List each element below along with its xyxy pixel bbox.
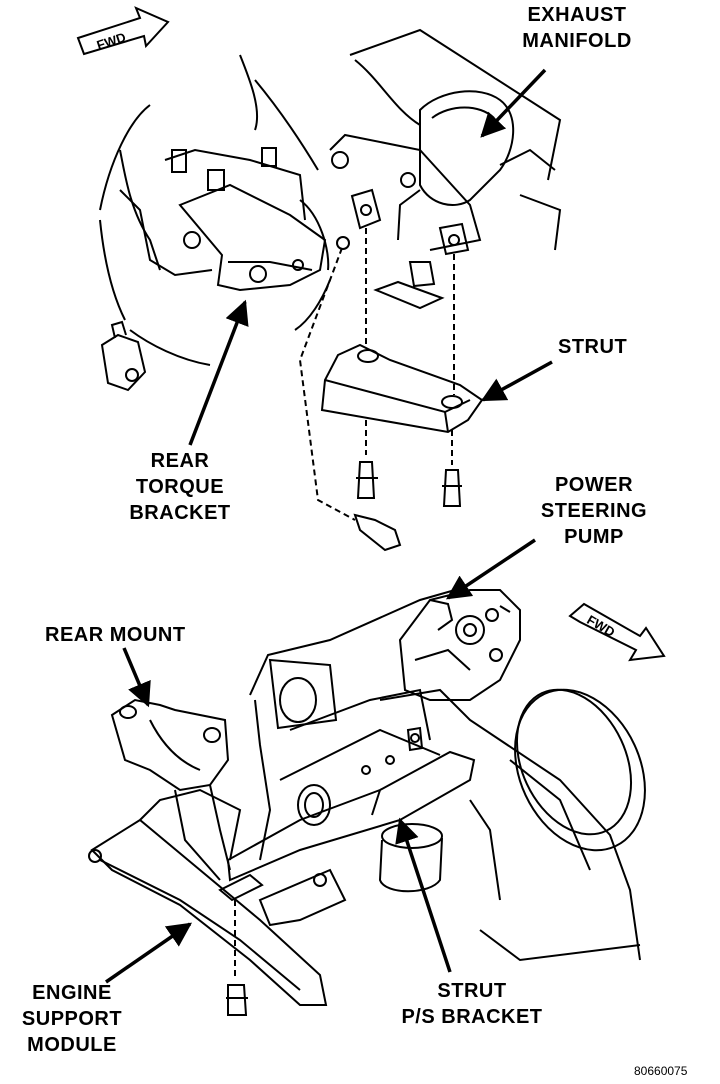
engine-block-top-drawing [99, 54, 331, 366]
bolt-drawings-top [298, 228, 462, 552]
label-exhaust-manifold: EXHAUST MANIFOLD [512, 2, 642, 54]
callout-power-steering-pump [445, 538, 536, 600]
label-rear-torque-bracket-line3: BRACKET [129, 502, 231, 524]
label-engine-support-module-line3: MODULE [27, 1034, 117, 1056]
label-rear-torque-bracket-line2: TORQUE [135, 476, 225, 498]
label-rear-torque-bracket: REAR TORQUE BRACKET [122, 448, 238, 526]
label-exhaust-manifold-line1: EXHAUST [527, 4, 627, 26]
label-engine-support-module: ENGINE SUPPORT MODULE [14, 980, 130, 1058]
callout-rear-mount [122, 647, 151, 708]
callout-engine-support-module [105, 922, 193, 984]
callout-strut-top [480, 360, 553, 402]
callout-arrows [105, 68, 553, 984]
strut-top-drawing [320, 188, 484, 434]
fwd-arrow-bottom: FWD [568, 602, 666, 662]
strut-ps-bracket-drawing [226, 726, 476, 882]
rear-torque-bracket-drawing [119, 147, 327, 292]
label-strut-top: STRUT [558, 334, 627, 360]
label-rear-mount-text: REAR MOUNT [45, 624, 186, 646]
fwd-arrow-top: FWD [76, 6, 170, 56]
engine-support-module-drawing [88, 788, 347, 1016]
power-steering-pump-drawing [398, 589, 521, 701]
label-power-steering-pump-line2: STEERING [540, 500, 648, 522]
label-strut-ps-bracket-line2: P/S BRACKET [401, 1006, 543, 1028]
label-power-steering-pump-line3: PUMP [564, 526, 624, 548]
label-power-steering-pump-line1: POWER [554, 474, 634, 496]
label-engine-support-module-line1: ENGINE [32, 982, 112, 1004]
callout-exhaust-manifold [480, 68, 547, 138]
figure-reference-number: 80660075 [634, 1064, 688, 1078]
label-strut-ps-bracket-line1: STRUT [437, 980, 507, 1002]
exhaust-manifold-drawing [329, 28, 562, 251]
callout-rear-torque-bracket [188, 299, 249, 446]
small-mount-drawing [100, 320, 147, 392]
callout-strut-ps-bracket [395, 817, 452, 973]
engine-block-bottom-drawing [249, 589, 641, 962]
label-exhaust-manifold-line2: MANIFOLD [522, 30, 632, 52]
pulley-drawing [514, 688, 646, 852]
label-strut-ps-bracket: STRUT P/S BRACKET [384, 978, 560, 1030]
label-power-steering-pump: POWER STEERING PUMP [532, 472, 656, 550]
label-rear-mount: REAR MOUNT [45, 622, 186, 648]
label-engine-support-module-line2: SUPPORT [21, 1008, 123, 1030]
label-strut-top-text: STRUT [558, 336, 628, 358]
rear-mount-drawing [110, 698, 231, 881]
label-rear-torque-bracket-line1: REAR [150, 450, 210, 472]
